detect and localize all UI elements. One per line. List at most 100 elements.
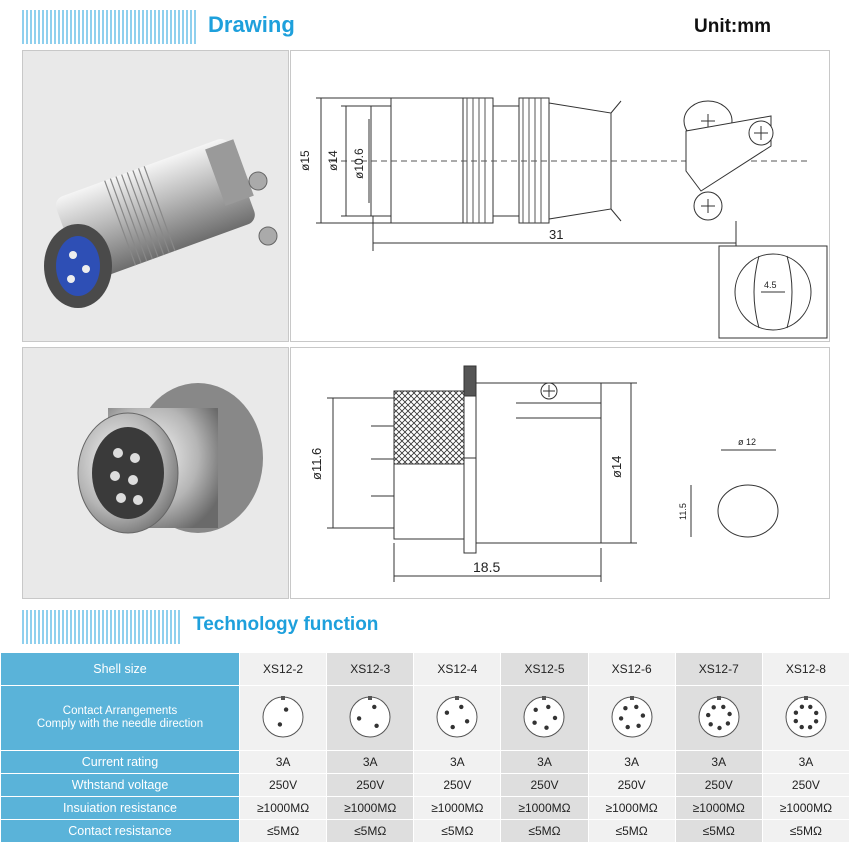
- pin-dot-icon: [450, 724, 456, 729]
- table-cell: 3A: [238, 750, 328, 774]
- table-cell: ≥1000MΩ: [674, 796, 763, 820]
- table-cell: ≥1000MΩ: [326, 796, 415, 820]
- pin-dot-icon: [553, 715, 558, 720]
- table-cell: 250V: [587, 773, 676, 797]
- pin-diagram: [611, 695, 653, 737]
- pin-dot-icon: [546, 704, 551, 709]
- dim-slot: 4.5: [764, 280, 777, 290]
- table-cell: 250V: [238, 773, 328, 797]
- table-cell: ≤5MΩ: [326, 819, 415, 843]
- pin-dot-icon: [720, 704, 726, 709]
- table-cell: ≥1000MΩ: [238, 796, 328, 820]
- model-xs12-7: XS12-7: [674, 652, 763, 686]
- model-xs12-2: XS12-2: [238, 652, 328, 686]
- model-xs12-5: XS12-5: [500, 652, 589, 686]
- pin-dot-icon: [374, 723, 380, 728]
- pin-key-notch-icon: [629, 695, 634, 700]
- table-cell: ≥1000MΩ: [413, 796, 502, 820]
- contact-label-line1: Contact Arrangements: [62, 705, 178, 717]
- tech-title: Technology function: [193, 614, 379, 635]
- model-xs12-4: XS12-4: [413, 652, 502, 686]
- pin-dot-icon: [711, 704, 716, 709]
- table-cell: ≥1000MΩ: [587, 796, 676, 820]
- spec-table: Shell size XS12-2 XS12-3 XS12-4 XS12-5 X…: [0, 652, 850, 843]
- pin-key-notch-icon: [542, 695, 547, 700]
- pin-cell: [500, 685, 589, 751]
- pin-dot-icon: [633, 704, 639, 709]
- table-row-contacts: Contact Arrangements Comply with the nee…: [0, 685, 850, 751]
- pin-dot-icon: [544, 725, 550, 730]
- pin-key-notch-icon: [803, 695, 808, 700]
- pin-socket-ring-icon: [785, 696, 827, 737]
- pin-dot-icon: [622, 705, 628, 710]
- dim-len-18-5: 18.5: [473, 559, 500, 575]
- pin-dot-icon: [459, 704, 464, 709]
- pin-diagram: [698, 695, 740, 737]
- pin-dot-icon: [640, 712, 645, 718]
- model-xs12-8: XS12-8: [761, 652, 850, 686]
- table-cell: 250V: [674, 773, 763, 797]
- pin-dot-icon: [808, 704, 813, 709]
- table-cell: 3A: [761, 750, 850, 774]
- pin-diagram: [785, 695, 827, 737]
- pin-dot-icon: [705, 712, 711, 717]
- female-connector-photo-panel: [22, 50, 289, 342]
- row-label-contacts: Contact Arrangements Comply with the nee…: [0, 685, 240, 751]
- table-row-contact-resistance: Contact resistance ≤5MΩ ≤5MΩ ≤5MΩ ≤5MΩ ≤…: [0, 819, 850, 843]
- table-row-voltage: Wthstand voltage 250V 250V 250V 250V 250…: [0, 773, 850, 797]
- dim-d11-6: ø11.6: [309, 448, 324, 480]
- male-connector-photo-panel: [22, 347, 289, 599]
- pin-dot-icon: [532, 720, 538, 725]
- table-cell: 250V: [326, 773, 415, 797]
- pin-cell: [587, 685, 676, 751]
- table-cell: ≤5MΩ: [761, 819, 850, 843]
- table-cell: ≤5MΩ: [587, 819, 676, 843]
- pin-key-notch-icon: [368, 695, 373, 700]
- pin-dot-icon: [708, 721, 713, 726]
- female-connector-drawing: ø15 ø14 ø10.6 31 4.5: [298, 97, 828, 339]
- table-cell: 3A: [413, 750, 502, 774]
- pin-cell: [413, 685, 502, 751]
- pin-socket-ring-icon: [611, 696, 653, 737]
- row-label-voltage: Wthstand voltage: [0, 773, 240, 797]
- pin-dot-icon: [727, 711, 732, 716]
- dim-hole-d: ø 12: [738, 437, 756, 447]
- table-cell: ≤5MΩ: [674, 819, 763, 843]
- pin-socket-ring-icon: [523, 696, 565, 737]
- pin-dot-icon: [799, 704, 805, 709]
- table-cell: 250V: [761, 773, 850, 797]
- drawing-header-stripe: [22, 10, 198, 44]
- contact-label-line2: Comply with the needle direction: [36, 718, 204, 730]
- table-cell: 3A: [326, 750, 415, 774]
- dim-d15: ø15: [298, 150, 312, 171]
- pin-dot-icon: [283, 706, 289, 712]
- drawing-title: Drawing: [208, 12, 295, 37]
- pin-key-notch-icon: [281, 695, 286, 700]
- row-label-current: Current rating: [0, 750, 240, 774]
- table-cell: ≤5MΩ: [500, 819, 589, 843]
- pin-cell: [326, 685, 415, 751]
- model-xs12-6: XS12-6: [587, 652, 676, 686]
- male-connector-drawing: ø11.6 ø14 18.5 ø 12 11.5: [309, 365, 779, 582]
- table-cell: 3A: [587, 750, 676, 774]
- pin-dot-icon: [625, 724, 630, 729]
- pin-diagram: [436, 695, 478, 737]
- top-drawing-panel: ø15 ø14 ø10.6 31 4.5: [290, 50, 830, 342]
- table-cell: 250V: [413, 773, 502, 797]
- table-cell: ≤5MΩ: [413, 819, 502, 843]
- pin-cell: [674, 685, 763, 751]
- table-cell: 250V: [500, 773, 589, 797]
- dim-len-31: 31: [549, 227, 563, 242]
- table-cell: 3A: [500, 750, 589, 774]
- pin-dot-icon: [372, 704, 377, 709]
- pin-dot-icon: [793, 718, 798, 723]
- pin-key-notch-icon: [455, 695, 460, 700]
- pin-dot-icon: [799, 724, 804, 729]
- pin-dot-icon: [807, 724, 813, 729]
- pin-diagram: [523, 695, 565, 737]
- pin-socket-ring-icon: [698, 696, 740, 737]
- pin-cell: [238, 685, 328, 751]
- tech-header-stripe: [22, 610, 182, 644]
- table-row-insulation: Insuiation resistance ≥1000MΩ ≥1000MΩ ≥1…: [0, 796, 850, 820]
- pin-dot-icon: [465, 718, 470, 723]
